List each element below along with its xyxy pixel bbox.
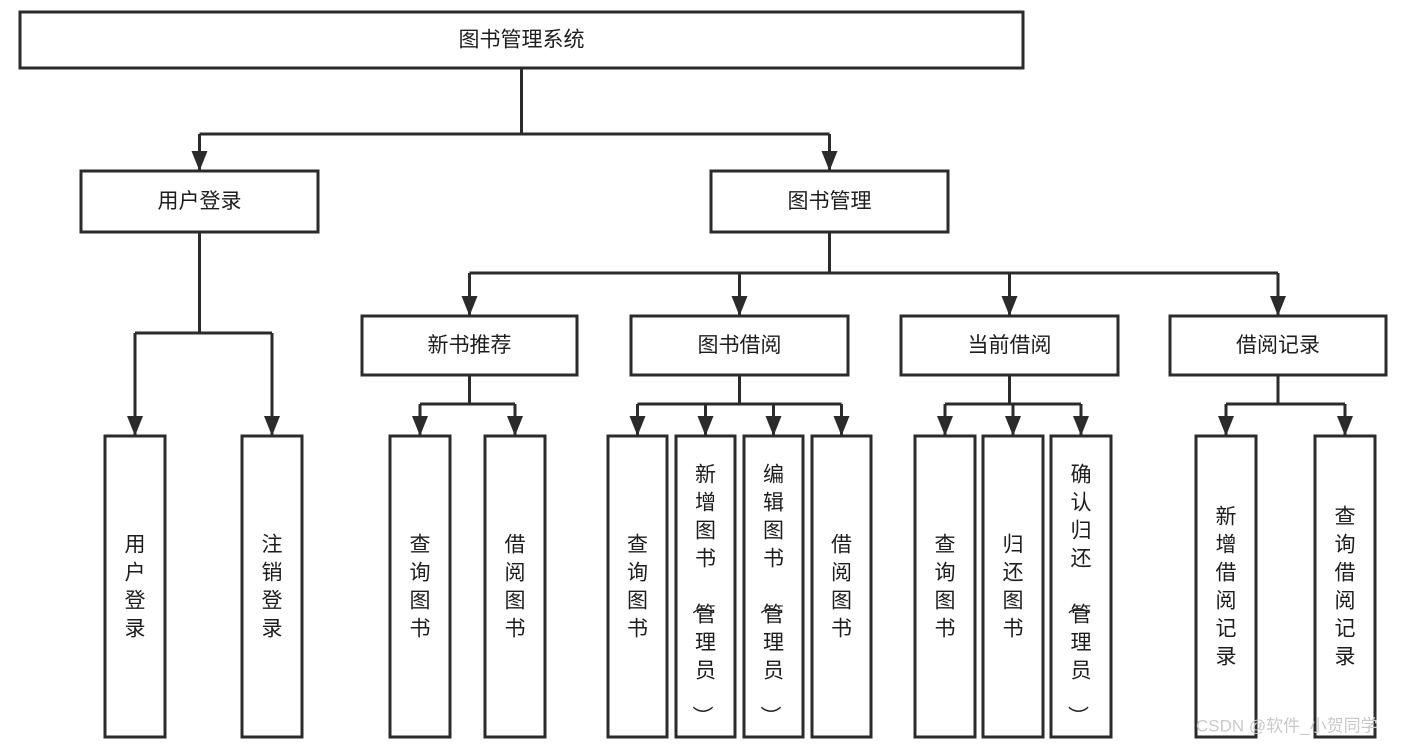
node-query-book-1[interactable]: 查询图书 [388,434,452,739]
node-book-management[interactable]: 图书管理 [709,169,950,234]
node-label-borrow-record: 借阅记录 [1236,334,1320,357]
arrow-head-icon [821,151,838,171]
node-query-book-3[interactable]: 查询图书 [913,434,977,739]
arrow-head-icon [461,296,478,316]
node-box-add-borrow-record [1194,434,1258,739]
node-borrow-book-2[interactable]: 借阅图书 [810,434,873,739]
node-label-add-borrow-record: 新增借阅记录 [1216,506,1237,669]
node-box-book-borrow [629,314,850,377]
node-label-query-book-1: 查询图书 [410,534,431,641]
node-label-add-book: 新增图书（管理员） [690,464,716,727]
node-box-user-login-leaf [103,434,167,739]
arrow-head-icon [264,416,280,436]
node-label-book-borrow: 图书借阅 [698,334,782,357]
arrow-head-icon [1073,416,1089,436]
arrow-head-icon [937,416,953,436]
node-label-query-borrow-record: 查询借阅记录 [1335,506,1356,669]
node-box-return-book [981,434,1045,739]
node-box-new-book-recommend [360,314,579,377]
node-new-book-recommend[interactable]: 新书推荐 [360,314,579,377]
node-label-query-book-3: 查询图书 [935,534,956,641]
node-box-query-book-2 [606,434,669,739]
node-user-login-leaf[interactable]: 用户登录 [103,434,167,739]
node-label-return-book: 归还图书 [1003,534,1024,641]
node-label-user-login-leaf: 用户登录 [125,534,146,641]
edges-layer [127,68,1353,436]
node-label-root: 图书管理系统 [459,29,585,52]
node-label-query-book-2: 查询图书 [627,534,648,641]
node-label-borrow-book-1: 借阅图书 [505,534,526,641]
node-user-login[interactable]: 用户登录 [79,169,320,234]
node-box-borrow-book-2 [810,434,873,739]
arrow-head-icon [412,416,428,436]
node-box-confirm-return [1049,434,1113,739]
node-box-query-book-3 [913,434,977,739]
arrow-head-icon [1218,416,1234,436]
node-current-borrow[interactable]: 当前借阅 [899,314,1120,377]
node-add-book[interactable]: 新增图书（管理员） [674,434,737,739]
node-box-user-login [79,169,320,234]
arrow-head-icon [1270,296,1286,316]
node-user-logout-leaf[interactable]: 注销登录 [240,434,304,739]
arrow-head-icon [833,416,850,436]
node-label-edit-book: 编辑图书（管理员） [758,464,784,727]
node-borrow-record[interactable]: 借阅记录 [1168,314,1388,377]
node-edit-book[interactable]: 编辑图书（管理员） [742,434,805,739]
node-book-borrow[interactable]: 图书借阅 [629,314,850,377]
node-box-query-book-1 [388,434,452,739]
node-add-borrow-record[interactable]: 新增借阅记录 [1194,434,1258,739]
node-label-borrow-book-2: 借阅图书 [831,534,852,641]
arrow-head-icon [1001,296,1018,316]
node-label-new-book-recommend: 新书推荐 [428,334,512,357]
csdn-watermark: CSDN @软件_小贺同学 [1196,716,1378,735]
node-box-borrow-book-1 [483,434,547,739]
arrow-head-icon [507,416,523,436]
node-box-edit-book [742,434,805,739]
node-label-current-borrow: 当前借阅 [968,334,1052,357]
arrow-head-icon [731,296,748,316]
node-box-borrow-record [1168,314,1388,377]
node-borrow-book-1[interactable]: 借阅图书 [483,434,547,739]
node-query-borrow-record[interactable]: 查询借阅记录 [1313,434,1377,739]
node-label-book-management: 图书管理 [788,190,872,213]
arrow-head-icon [697,416,714,436]
node-root[interactable]: 图书管理系统 [18,10,1025,70]
arrow-head-icon [765,416,782,436]
nodes-layer: 图书管理系统用户登录用户登录注销登录图书管理新书推荐查询图书借阅图书图书借阅查询… [18,10,1388,739]
node-box-user-logout-leaf [240,434,304,739]
node-box-add-book [674,434,737,739]
arrow-head-icon [1337,416,1353,436]
node-query-book-2[interactable]: 查询图书 [606,434,669,739]
node-return-book[interactable]: 归还图书 [981,434,1045,739]
arrow-head-icon [1005,416,1021,436]
arrow-head-icon [127,416,143,436]
node-box-book-management [709,169,950,234]
arrow-head-icon [191,151,208,171]
node-confirm-return[interactable]: 确认归还（管理员） [1049,434,1113,739]
node-box-root [18,10,1025,70]
node-label-user-login: 用户登录 [158,190,242,213]
node-box-current-borrow [899,314,1120,377]
node-label-user-logout-leaf: 注销登录 [262,534,283,641]
node-label-confirm-return: 确认归还（管理员） [1066,464,1092,727]
arrow-head-icon [629,416,646,436]
node-box-query-borrow-record [1313,434,1377,739]
